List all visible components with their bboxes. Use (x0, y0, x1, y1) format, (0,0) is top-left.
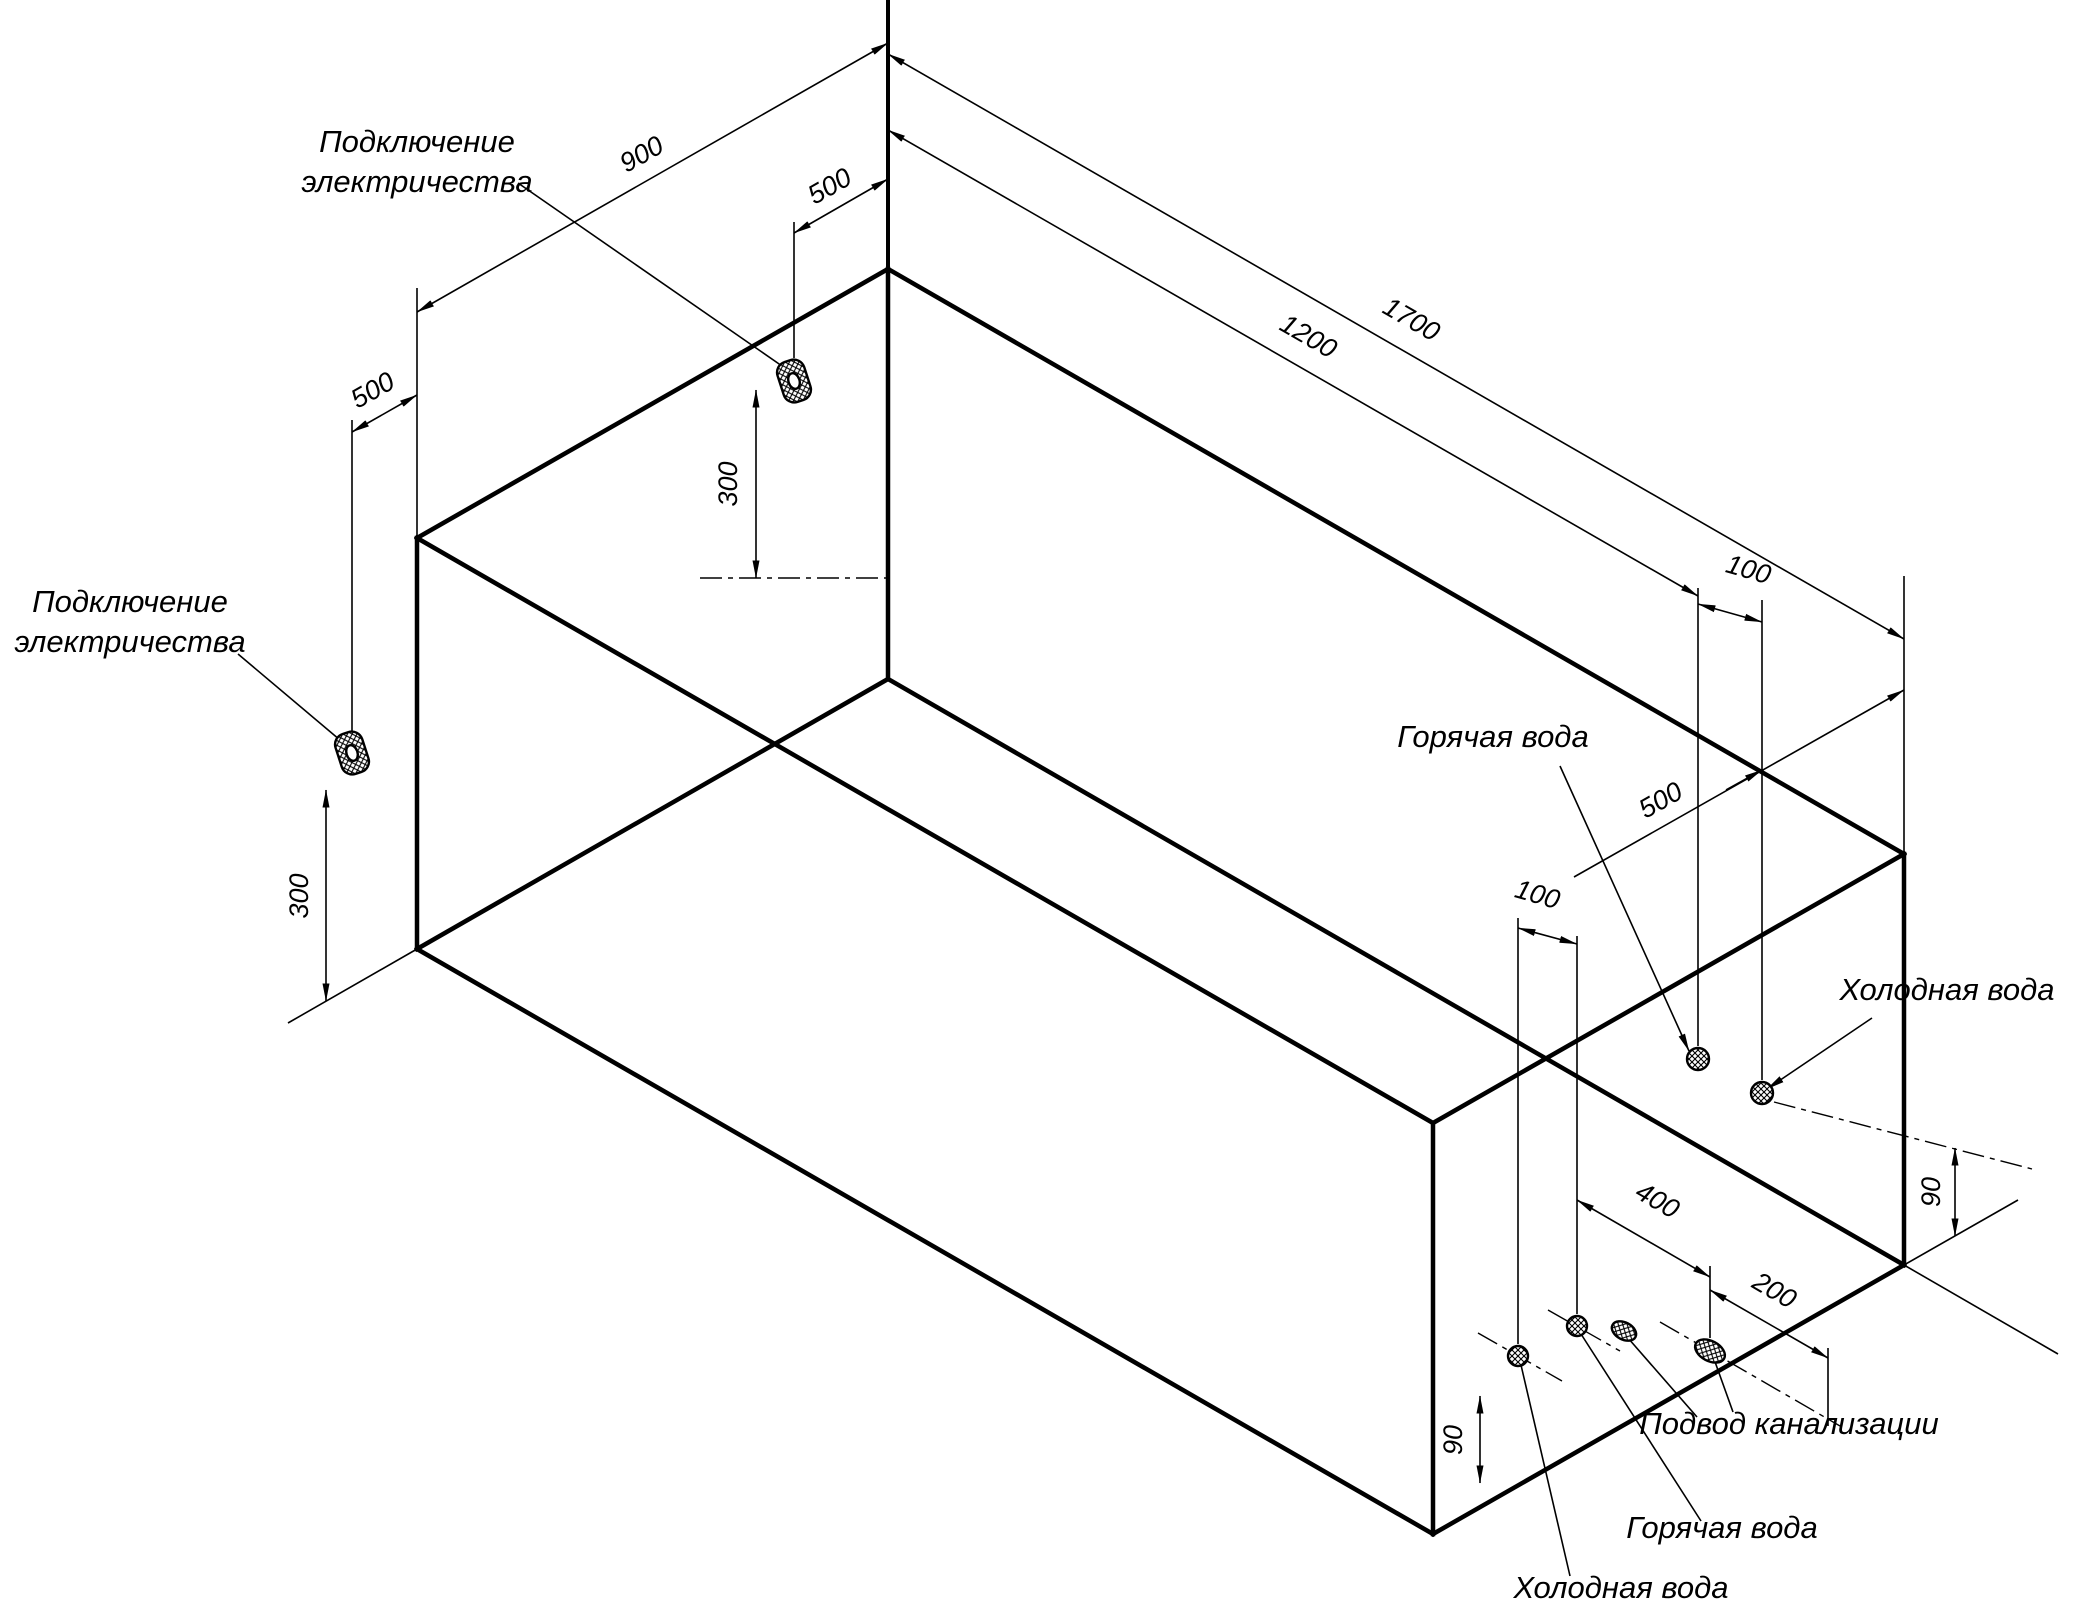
dim-socket-left-500: 500 (346, 366, 400, 414)
edge-bottom-back-left (413, 675, 892, 953)
edge-bottom-back-right (884, 675, 1908, 1269)
dimline-wall-water-100 (1697, 603, 1763, 623)
edge-bottom-front-left (413, 945, 1437, 1538)
dim-wall-water-100: 100 (1723, 549, 1775, 590)
dim-socket-back-300: 300 (713, 461, 743, 506)
dimline-length-1200 (887, 129, 1699, 597)
dimline-wall-water-500-arrow (1725, 769, 1763, 791)
dimension-values: 900 1700 1200 500 300 500 300 100 500 90… (284, 130, 1946, 1455)
dim-socket-back-500: 500 (803, 162, 857, 210)
label-electric-left-line2: электричества (14, 624, 245, 659)
dimline-floor-400 (1576, 1199, 1711, 1278)
dimline-socket-left-500 (351, 394, 418, 433)
dim-floor-400: 400 (1630, 1176, 1684, 1225)
dim-floor-90: 90 (1438, 1425, 1468, 1455)
dimline-socket-back-500 (793, 178, 889, 234)
text-labels: Подключение электричества Подключение эл… (14, 124, 2054, 1605)
label-cold-water-wall: Холодная вода (1838, 972, 2054, 1007)
dimline-floor-water-100 (1517, 927, 1578, 945)
bathtub-box-outline (413, 265, 1908, 1538)
hot-water-floor-point (1565, 1314, 1589, 1338)
dim-socket-left-300: 300 (284, 873, 314, 918)
bottom-edge-extension-right (1903, 1199, 2019, 1266)
socket-hole (787, 372, 801, 390)
label-electric-left-line1: Подключение (32, 584, 228, 619)
dimline-width-900 (416, 42, 889, 313)
leader-lines (237, 182, 1873, 1577)
extension-lines (351, 222, 1905, 1426)
edge-top-front-left (413, 534, 1437, 1127)
edge-bottom-front-right (1429, 1261, 1908, 1538)
cold-water-wall-point (1749, 1080, 1775, 1106)
socket-hole (345, 744, 359, 762)
leader-sewage-b (1713, 1358, 1734, 1413)
edge-top-front-right (1429, 850, 1908, 1127)
dimline-floor-200 (1709, 1289, 1829, 1359)
ground-line-left (287, 948, 418, 1024)
edge-top-back-left (413, 265, 892, 542)
dimline-length-1700 (887, 53, 1905, 640)
dim-width-900: 900 (615, 130, 669, 178)
ground-line-right (1903, 1264, 2059, 1355)
centerline-sewage (1659, 1321, 1841, 1427)
leader-hot-water-floor (1580, 1333, 1702, 1522)
sewage-point-inner (1610, 1320, 1638, 1342)
hot-water-wall-point (1685, 1046, 1711, 1072)
dim-floor-water-100: 100 (1512, 874, 1564, 915)
leader-hot-water-wall (1559, 765, 1690, 1052)
leader-electric-left (237, 653, 341, 741)
label-cold-water-floor: Холодная вода (1512, 1570, 1728, 1605)
dim-length-1700: 1700 (1378, 291, 1445, 347)
leader-cold-water-floor (1520, 1364, 1571, 1577)
label-hot-water-wall: Горячая вода (1397, 719, 1588, 754)
centerlines (700, 577, 2033, 1427)
leader-sewage-a (1627, 1337, 1698, 1418)
leader-cold-water-wall (1766, 1017, 1873, 1090)
label-electric-back-line2: электричества (301, 164, 532, 199)
leader-electric-back (517, 182, 783, 367)
room-lines (287, 0, 2059, 1355)
dim-wall-water-90: 90 (1916, 1177, 1946, 1207)
dim-length-1200: 1200 (1275, 308, 1342, 364)
socket-electric-back (775, 358, 813, 404)
label-sewage: Подвод канализации (1639, 1406, 1938, 1441)
dim-floor-200: 200 (1747, 1265, 1802, 1314)
label-electric-back-line1: Подключение (319, 124, 515, 159)
centerline-cold-water-wall (1773, 1101, 2033, 1170)
sewage-point-outer (1693, 1338, 1727, 1364)
cold-water-floor-point (1506, 1344, 1530, 1368)
dimension-lines (322, 42, 1959, 1484)
label-hot-water-floor: Горячая вода (1626, 1510, 1817, 1545)
socket-electric-left (333, 730, 371, 776)
